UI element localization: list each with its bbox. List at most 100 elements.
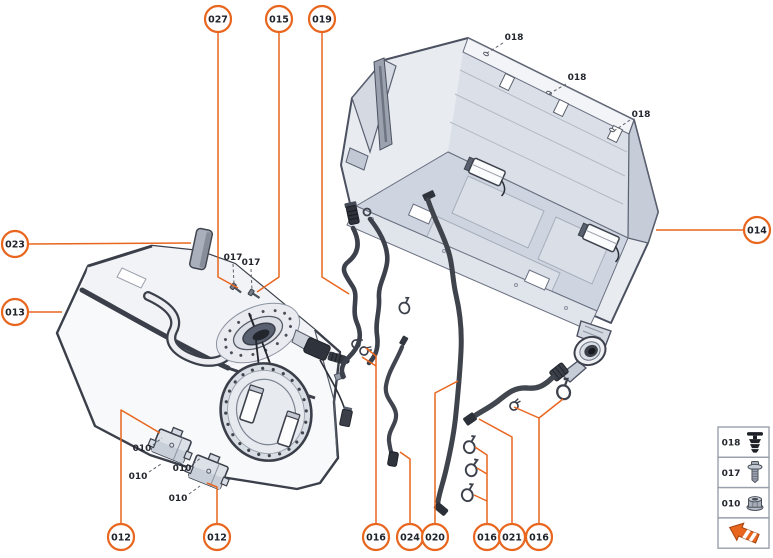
callout-circle bbox=[361, 522, 391, 552]
callout-014[interactable]: 014 bbox=[656, 215, 772, 245]
callout-020[interactable]: 020 bbox=[420, 380, 459, 552]
callout-leader-line bbox=[361, 356, 377, 367]
callout-circle bbox=[307, 4, 337, 34]
breather-pipe bbox=[383, 335, 409, 467]
filler-hose bbox=[470, 375, 555, 420]
callout-016[interactable]: 016 bbox=[472, 446, 502, 552]
pipe-clip-icon bbox=[395, 295, 414, 316]
callout-number: 019 bbox=[312, 14, 332, 25]
label-leader-line bbox=[192, 456, 203, 465]
flange-nut-icon bbox=[746, 496, 764, 511]
legend-part-number: 018 bbox=[722, 439, 741, 449]
cover-notches bbox=[498, 72, 624, 144]
callout-016[interactable]: 016 bbox=[361, 347, 391, 552]
label-leader-line bbox=[188, 485, 201, 495]
callout-leader-line bbox=[217, 33, 239, 289]
hardware-label-017: 017 bbox=[224, 253, 243, 285]
callout-027[interactable]: 027 bbox=[203, 4, 239, 289]
tank-flange-ring bbox=[215, 302, 301, 364]
callout-number: 015 bbox=[269, 14, 289, 25]
callout-circle bbox=[106, 522, 136, 552]
callout-leader-line bbox=[399, 451, 411, 523]
callout-leader-line bbox=[321, 33, 350, 295]
callout-number: 020 bbox=[425, 532, 445, 543]
hardware-label-010: 010 bbox=[129, 463, 162, 482]
callout-number: 016 bbox=[529, 532, 549, 543]
callout-number: 014 bbox=[747, 225, 767, 236]
hardware-label-text: 018 bbox=[632, 110, 651, 120]
callout-leader-line bbox=[478, 418, 513, 523]
tapping-screw-b bbox=[247, 288, 261, 299]
callout-024[interactable]: 024 bbox=[395, 451, 425, 552]
pipe-clip-icon bbox=[458, 482, 478, 504]
callout-023[interactable]: 023 bbox=[0, 229, 192, 259]
tank-corner-valve bbox=[291, 329, 353, 428]
hardware-label-text: 010 bbox=[129, 472, 148, 482]
callout-number: 012 bbox=[111, 532, 131, 543]
filler-neck-drawing bbox=[463, 320, 612, 426]
callout-leader-line bbox=[513, 406, 540, 419]
tank-label bbox=[116, 267, 147, 289]
callout-number: 013 bbox=[5, 307, 25, 318]
callout-leader-line bbox=[476, 467, 488, 475]
vent-cable bbox=[366, 216, 390, 366]
callout-circle bbox=[0, 229, 30, 259]
callout-number: 021 bbox=[502, 532, 522, 543]
callout-number: 027 bbox=[208, 14, 228, 25]
callout-019[interactable]: 019 bbox=[307, 4, 350, 295]
fuel-pump-a bbox=[239, 384, 265, 424]
fuel-pump-b bbox=[276, 410, 301, 448]
hardware-label-010: 010 bbox=[133, 437, 163, 454]
callout-016[interactable]: 016 bbox=[513, 398, 564, 552]
hardware-label-018: 018 bbox=[548, 73, 586, 95]
callout-leader-line bbox=[206, 482, 218, 523]
callout-number: 023 bbox=[5, 239, 25, 250]
legend-row-direction-arrow bbox=[717, 517, 770, 549]
hardware-label-010: 010 bbox=[169, 485, 201, 504]
label-leader-line bbox=[152, 437, 163, 446]
hardware-label-text: 017 bbox=[242, 258, 261, 268]
callout-layer: 027 015 019 014 023 013 012 012 016 024 020 016 021 0… bbox=[0, 4, 772, 552]
callout-015[interactable]: 015 bbox=[256, 4, 294, 293]
hardware-label-018: 018 bbox=[613, 110, 651, 132]
hardware-label-text: 010 bbox=[133, 444, 152, 454]
callout-circle bbox=[0, 297, 30, 327]
legend-row-017: 017 bbox=[717, 456, 770, 489]
hardware-label-010: 010 bbox=[173, 456, 203, 474]
apron-slots bbox=[407, 203, 551, 291]
cover-bracket-b bbox=[577, 222, 620, 263]
cover-end-wall bbox=[627, 117, 659, 244]
cover-bracket-a bbox=[463, 156, 506, 197]
rubber-pad bbox=[189, 227, 213, 271]
pipe-clip-icon bbox=[460, 434, 480, 456]
cover-panel-drawing bbox=[340, 37, 659, 331]
callout-number: 016 bbox=[477, 532, 497, 543]
hose-clamp-icon bbox=[358, 343, 374, 358]
hardware-label-text: 017 bbox=[224, 253, 243, 263]
hardware-label-018: 018 bbox=[486, 33, 524, 54]
callout-number: 024 bbox=[400, 532, 420, 543]
hardware-label-text: 018 bbox=[505, 33, 524, 43]
callout-leader-line bbox=[256, 33, 280, 293]
callout-012[interactable]: 012 bbox=[106, 409, 161, 552]
fuel-line bbox=[422, 190, 464, 516]
callout-circle bbox=[264, 4, 294, 34]
callout-circle bbox=[742, 215, 772, 245]
callout-leader-line bbox=[365, 347, 377, 523]
callout-012[interactable]: 012 bbox=[202, 482, 232, 552]
harness-connector bbox=[344, 201, 360, 225]
tank-access-plate bbox=[219, 362, 313, 462]
callout-013[interactable]: 013 bbox=[0, 297, 62, 327]
fuel-tank-drawing bbox=[55, 227, 353, 491]
harness-and-pipes-drawing bbox=[339, 190, 481, 516]
hardware-label-017: 017 bbox=[242, 258, 261, 291]
label-leader-line bbox=[148, 463, 162, 473]
parts-artwork bbox=[55, 37, 659, 516]
cover-left-corner bbox=[345, 57, 397, 171]
bolt-holes bbox=[224, 366, 308, 458]
legend-row-018: 018 bbox=[717, 426, 770, 458]
plate-bolt-holes bbox=[224, 366, 308, 458]
